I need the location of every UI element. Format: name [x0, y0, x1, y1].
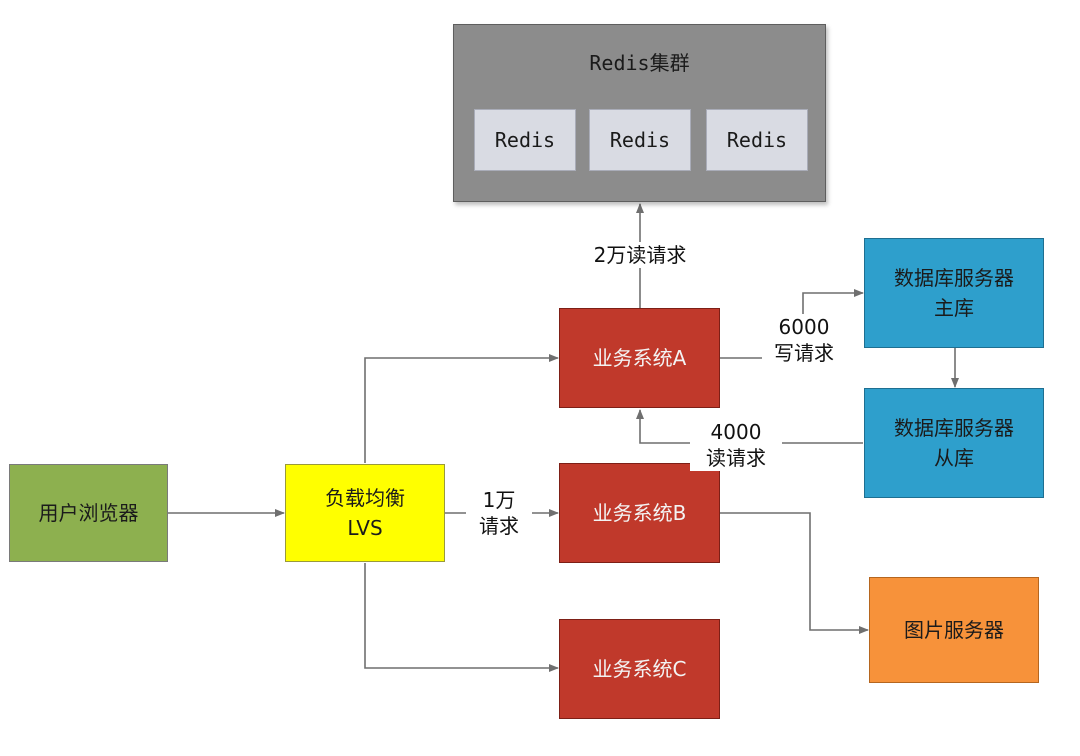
load-balancer-label: 负载均衡 LVS	[325, 486, 405, 540]
edge-label-requests: 1万 请求	[466, 487, 532, 539]
db-master-node: 数据库服务器 主库	[864, 238, 1044, 348]
redis-cluster-title: Redis集群	[589, 51, 690, 75]
redis-node-2: Redis	[589, 109, 691, 171]
business-system-b-label: 业务系统B	[592, 501, 687, 525]
arrow-db-slave-to-system-a	[636, 409, 863, 444]
redis-node-1: Redis	[474, 109, 576, 171]
redis-node-3: Redis	[706, 109, 808, 171]
user-browser-label: 用户浏览器	[38, 501, 139, 525]
arrow-system-b-to-image-server	[720, 512, 869, 634]
load-balancer-node: 负载均衡 LVS	[285, 464, 445, 562]
business-system-b-node: 业务系统B	[559, 463, 720, 563]
edge-label-write-requests: 6000 写请求	[762, 314, 846, 366]
business-system-a-node: 业务系统A	[559, 308, 720, 408]
arrow-lb-to-system-c	[364, 563, 559, 672]
image-server-label: 图片服务器	[904, 618, 1004, 642]
db-slave-label: 数据库服务器 从库	[894, 416, 1014, 470]
edge-label-redis-read: 2万读请求	[578, 242, 702, 268]
arrow-lb-to-system-a	[364, 354, 559, 463]
business-system-c-label: 业务系统C	[592, 657, 687, 681]
business-system-c-node: 业务系统C	[559, 619, 720, 719]
user-browser-node: 用户浏览器	[9, 464, 168, 562]
image-server-node: 图片服务器	[869, 577, 1039, 683]
edge-label-read-requests: 4000 读请求	[690, 419, 782, 471]
db-master-label: 数据库服务器 主库	[894, 266, 1014, 320]
db-slave-node: 数据库服务器 从库	[864, 388, 1044, 498]
business-system-a-label: 业务系统A	[592, 346, 687, 370]
redis-cluster: Redis集群 Redis Redis Redis	[453, 24, 826, 202]
